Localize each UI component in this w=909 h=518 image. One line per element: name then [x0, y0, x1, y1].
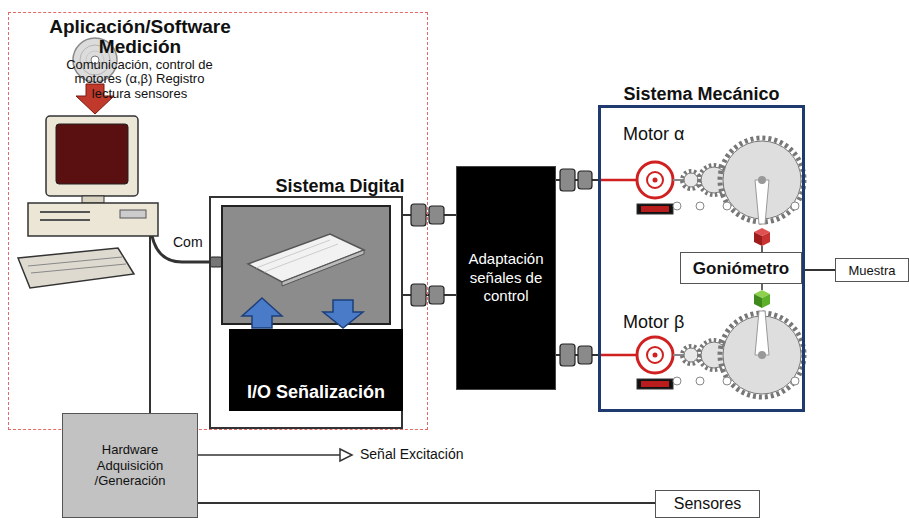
motor-beta — [637, 337, 673, 389]
gear-train — [673, 311, 804, 397]
node-title: Muestra — [849, 263, 896, 278]
node-title: Hardware Adquisición /Generación — [80, 442, 180, 489]
motor-alpha — [637, 162, 673, 214]
coupling-green — [754, 284, 770, 308]
node-title: Goniómetro — [693, 258, 789, 279]
connector — [802, 269, 835, 271]
node-title: Sistema Mecánico — [598, 84, 805, 105]
motor-label: Motor β — [623, 312, 684, 333]
io-box: I/O Señalización — [229, 329, 403, 411]
motor-label: Motor α — [623, 124, 684, 145]
connector — [149, 236, 151, 413]
node-title: I/O Señalización — [229, 381, 403, 411]
signal-arrowhead — [340, 449, 352, 461]
hardware-box: Hardware Adquisición /Generación — [62, 413, 198, 518]
node-title: Sensores — [674, 495, 742, 513]
digital-system: Sistema DigitalI/O Señalización — [209, 171, 403, 429]
node-body: Comunicación, control de motores (α,β) R… — [57, 58, 222, 102]
connector — [198, 502, 655, 504]
coupling-red — [754, 228, 770, 252]
microcontroller-board — [222, 206, 390, 324]
gear-train — [673, 138, 804, 224]
goniometer-box: Goniómetro — [680, 252, 802, 284]
adapter-box: Adaptación señales de control — [456, 166, 556, 390]
computer — [18, 116, 158, 288]
motor-wire — [601, 179, 637, 182]
software-region: Aplicación/Software MediciónComunicación… — [8, 12, 428, 430]
chip — [248, 234, 364, 286]
signal-label: Señal Excitación — [360, 446, 464, 462]
com-plug — [210, 257, 222, 267]
sensors-box: Sensores — [655, 490, 760, 518]
input-arrow — [242, 298, 282, 328]
sample-box: Muestra — [835, 258, 909, 282]
motor-wire — [601, 354, 637, 357]
node-title: Aplicación/Software Medición — [9, 17, 271, 57]
node-title: Sistema Digital — [209, 175, 471, 197]
signal-line — [198, 454, 340, 456]
node-title: Adaptación señales de control — [462, 250, 550, 306]
output-arrow — [323, 300, 363, 328]
port-label: Com — [173, 234, 203, 250]
